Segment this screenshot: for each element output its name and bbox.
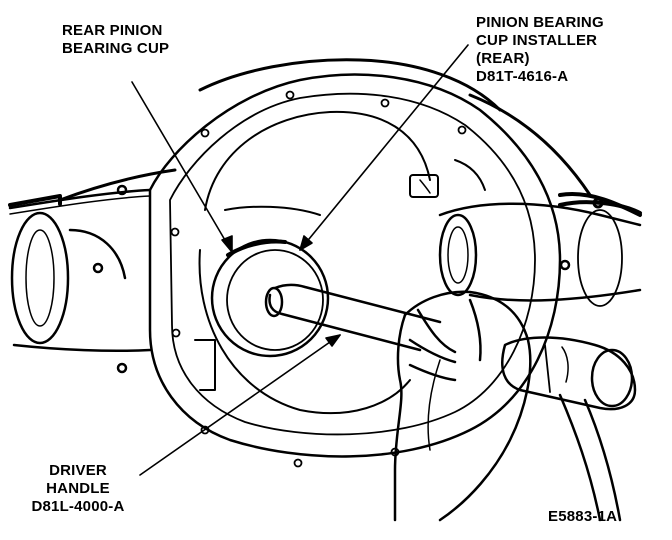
leader-rear-pinion-bearing-cup	[131, 81, 233, 253]
label-rear-pinion-bearing-cup: REAR PINION BEARING CUP	[62, 22, 169, 58]
carrier-cavity	[194, 110, 486, 415]
technician-hand	[393, 290, 532, 522]
label-part-number: D81L-4000-A	[31, 498, 125, 515]
label-line: HANDLE	[46, 480, 110, 497]
hammer	[501, 336, 637, 522]
flange-bolt-holes	[170, 90, 467, 468]
arrowhead-driver-handle	[325, 334, 341, 347]
callout-leaders	[131, 44, 469, 476]
leader-cup-installer	[299, 44, 469, 251]
arrowhead-cup-installer	[299, 235, 313, 251]
label-line: DRIVER	[49, 462, 107, 479]
label-part-number: D81T-4616-A	[476, 68, 569, 85]
label-line: BEARING CUP	[62, 40, 170, 57]
label-pinion-bearing-cup-installer: PINION BEARING CUP INSTALLER (REAR) D81T…	[476, 14, 604, 86]
right-axle-tube	[438, 197, 642, 307]
arrowhead-rear-pinion-bearing-cup	[221, 235, 233, 253]
figure-id-text: E5883-1A	[548, 508, 618, 525]
label-line: REAR PINION	[62, 22, 163, 39]
driver-handle-shaft	[264, 283, 442, 352]
label-line: (REAR)	[476, 50, 530, 67]
leader-driver-handle	[139, 334, 341, 476]
left-axle-tube	[8, 184, 152, 374]
figure-id: E5883-1A	[548, 508, 617, 526]
label-line: PINION BEARING	[476, 14, 604, 31]
label-driver-handle: DRIVER HANDLE D81L-4000-A	[14, 462, 142, 516]
label-line: CUP INSTALLER	[476, 32, 598, 49]
